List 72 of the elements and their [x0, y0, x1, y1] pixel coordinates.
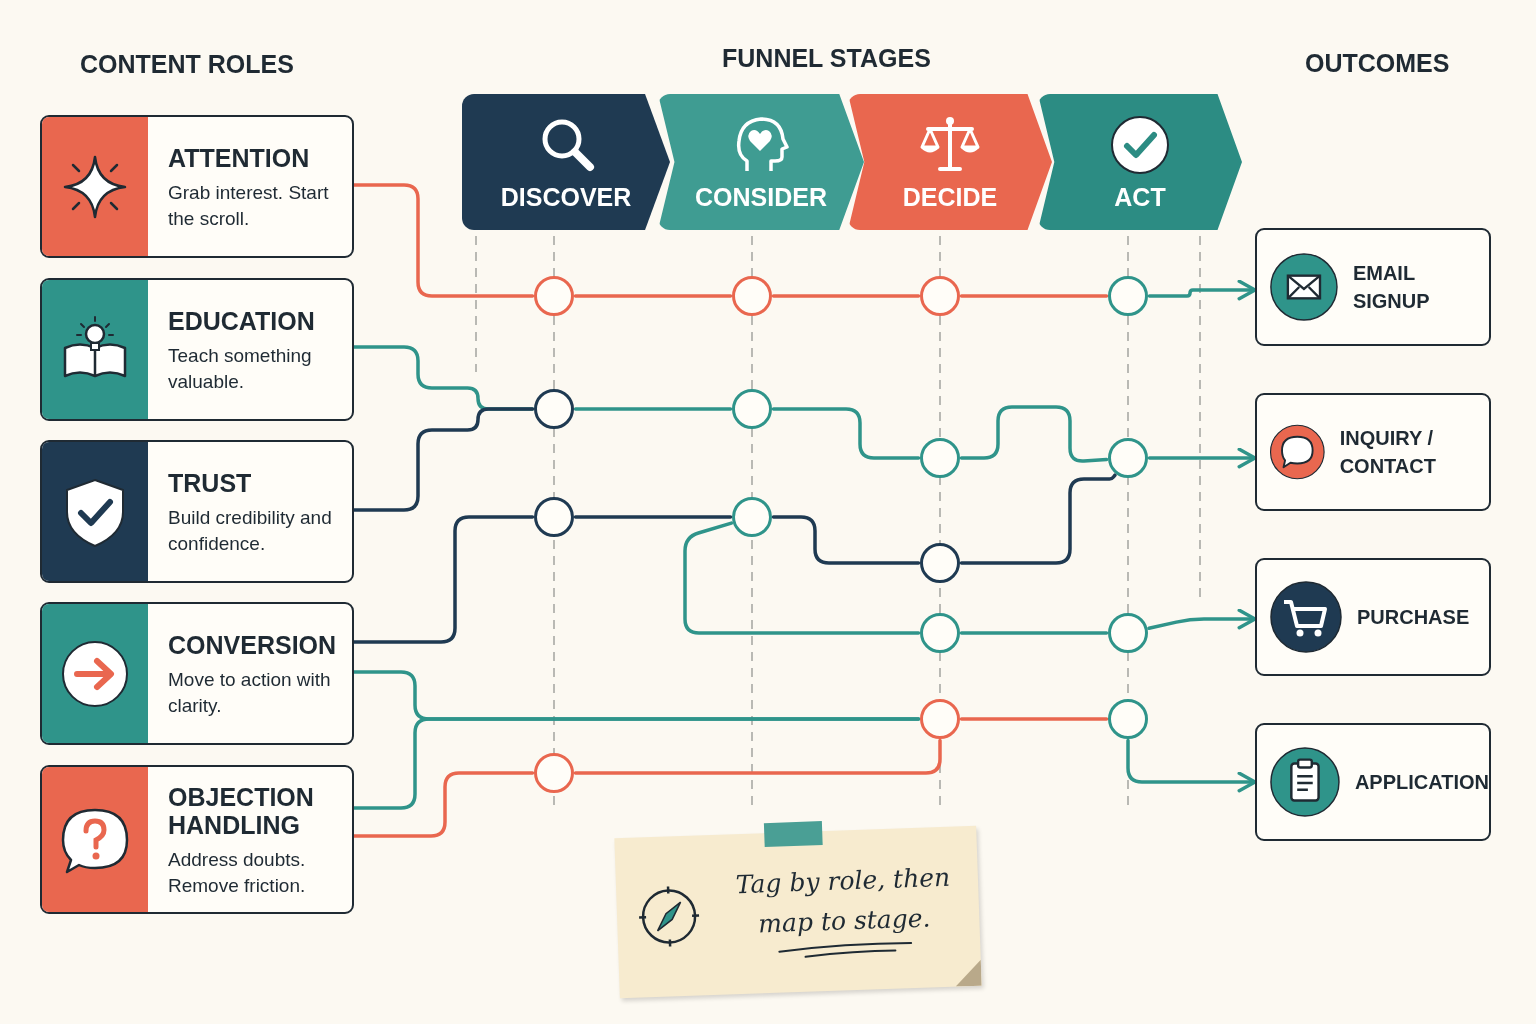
stage-banner [658, 94, 864, 230]
role-title: OBJECTION HANDLING [168, 782, 315, 839]
note-text: Tag by role, then map to stage. [734, 861, 952, 941]
role-title: EDUCATION [168, 306, 316, 335]
connector-line [573, 294, 733, 298]
station-circle [534, 389, 574, 429]
station-circle [1108, 438, 1148, 478]
role-card [40, 440, 354, 583]
role-description: Address doubts. Remove friction. [168, 847, 307, 898]
station-circle [1108, 613, 1148, 653]
station-circle [920, 543, 960, 583]
outcome-label: PURCHASE [1357, 605, 1470, 630]
arrow [1147, 608, 1257, 630]
station-circle [732, 276, 772, 316]
column-heading: FUNNEL STAGES [722, 44, 931, 73]
stage-label: CONSIDER [695, 182, 827, 212]
arrow [1147, 447, 1257, 469]
connector-line [683, 521, 921, 635]
role-description: Move to action with clarity. [168, 667, 332, 718]
connector-line [959, 294, 1109, 298]
station-circle [732, 389, 772, 429]
role-title: CONVERSION [168, 630, 338, 659]
station-circle [920, 699, 960, 739]
outcome-label: INQUIRY / CONTACT [1339, 426, 1437, 479]
role-description: Grab interest. Start the scroll. [168, 180, 330, 231]
outcome-card [1255, 723, 1491, 841]
role-card [40, 765, 354, 914]
station-circle [920, 613, 960, 653]
connector-line [771, 294, 921, 298]
role-title: ATTENTION [168, 143, 311, 172]
stage-label: DISCOVER [500, 182, 632, 212]
stage-label: DECIDE [902, 182, 998, 212]
connector-line [352, 183, 535, 298]
column-heading: CONTENT ROLES [80, 50, 294, 79]
station-circle [920, 438, 960, 478]
connector-line [352, 407, 535, 512]
stage-label: ACT [1114, 182, 1166, 212]
connector-line [959, 405, 1109, 463]
outcome-card [1255, 228, 1491, 346]
station-circle [1108, 276, 1148, 316]
outcome-card [1255, 558, 1491, 676]
role-card [40, 115, 354, 258]
connector-line [352, 515, 535, 644]
station-circle [534, 497, 574, 537]
connector-line [959, 717, 1109, 721]
station-circle [1108, 699, 1148, 739]
stage-banner [1038, 94, 1242, 230]
station-circle [534, 276, 574, 316]
outcome-card [1255, 393, 1491, 511]
outcome-label: APPLICATION [1354, 770, 1489, 795]
connector-line [352, 771, 535, 838]
station-circle [732, 497, 772, 537]
connector-line [573, 738, 942, 775]
connector-line [771, 407, 921, 460]
connector-line [573, 515, 733, 519]
role-description: Teach something valuable. [168, 343, 313, 394]
arrow [1147, 279, 1257, 301]
connector-line [959, 473, 1117, 565]
connector-line [573, 407, 733, 411]
connector-line [959, 631, 1109, 635]
station-circle [534, 753, 574, 793]
role-card [40, 278, 354, 421]
role-description: Build credibility and confidence. [168, 505, 333, 556]
role-card [40, 602, 354, 745]
station-circle [920, 276, 960, 316]
stage-banner [462, 94, 670, 230]
arrow [1126, 738, 1257, 793]
role-title: TRUST [168, 468, 253, 497]
connector-line [771, 515, 921, 565]
column-heading: OUTCOMES [1305, 49, 1450, 78]
outcome-label: EMAIL SIGNUP [1352, 261, 1431, 314]
connector-line [352, 717, 921, 810]
